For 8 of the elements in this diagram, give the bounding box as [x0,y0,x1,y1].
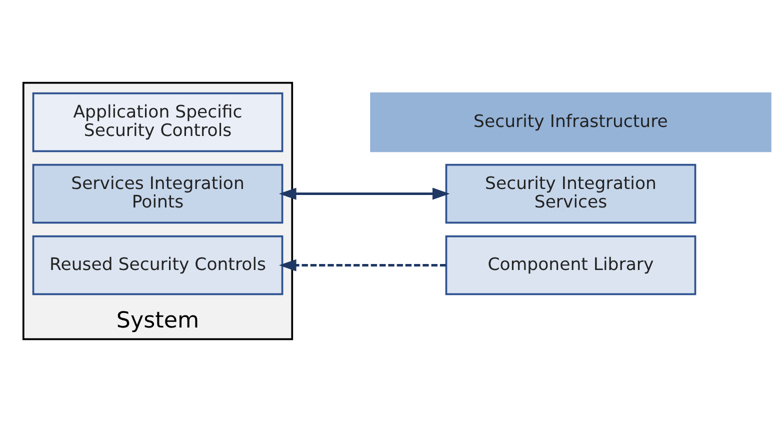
node-box: Component Library [445,234,696,295]
node-box: Reused Security Controls [32,234,284,295]
arrow [279,258,446,271]
arrow [279,187,450,200]
node-box: Security Infrastructure [370,92,772,152]
node-box: Security Integration Services [445,163,696,224]
node-box: Services Integration Points [32,163,284,224]
node-box: Application Specific Security Controls [32,92,284,152]
